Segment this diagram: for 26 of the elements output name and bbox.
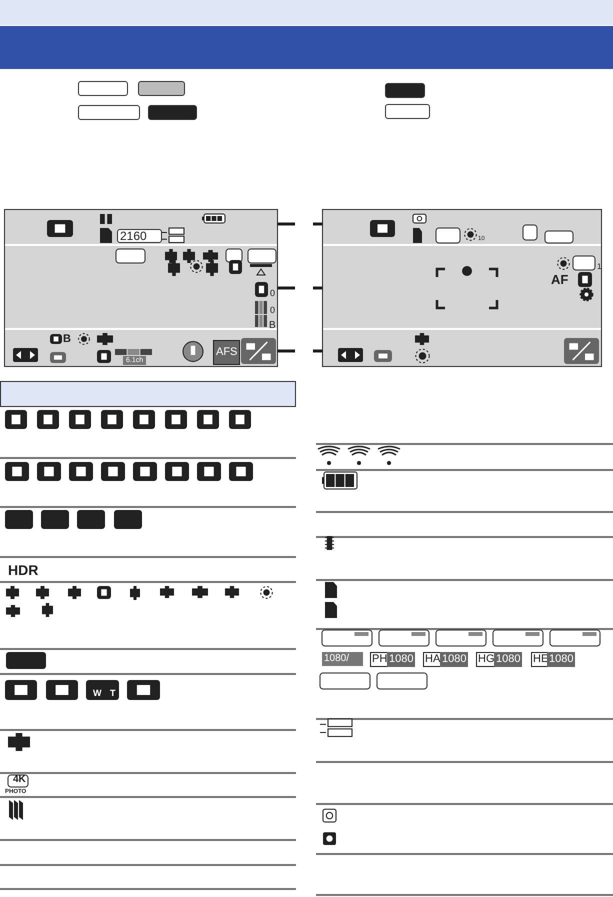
screen-band bbox=[323, 246, 601, 328]
header-bar bbox=[0, 0, 613, 25]
format-label: 1080 bbox=[387, 652, 416, 667]
format-label: 1080 bbox=[494, 652, 522, 667]
focus-mode-badge: AFS bbox=[213, 340, 240, 365]
zoom-wide-label: W bbox=[93, 689, 102, 698]
leader-line bbox=[277, 350, 295, 352]
leader-line bbox=[313, 222, 323, 226]
value-label: 0 bbox=[270, 306, 276, 315]
leader-line bbox=[277, 286, 295, 290]
zoom-tele-label: T bbox=[110, 689, 116, 698]
value-label: 1 bbox=[597, 263, 602, 271]
value-label: B bbox=[269, 321, 276, 331]
leader-line bbox=[313, 350, 323, 352]
title-bar bbox=[0, 26, 613, 69]
value-label: B bbox=[63, 334, 71, 345]
leader-line bbox=[277, 222, 295, 226]
leader-line bbox=[313, 286, 323, 290]
value-label: 0 bbox=[270, 289, 276, 298]
photo-mode-label: 4K bbox=[13, 775, 26, 785]
mode-label: HDR bbox=[8, 563, 38, 577]
format-badge: 1080/ bbox=[322, 652, 364, 666]
focus-label: AF bbox=[551, 273, 568, 286]
format-label: 1080 bbox=[440, 652, 468, 667]
resolution-badge: 2160 bbox=[117, 229, 162, 243]
format-label: 1080 bbox=[547, 652, 576, 667]
